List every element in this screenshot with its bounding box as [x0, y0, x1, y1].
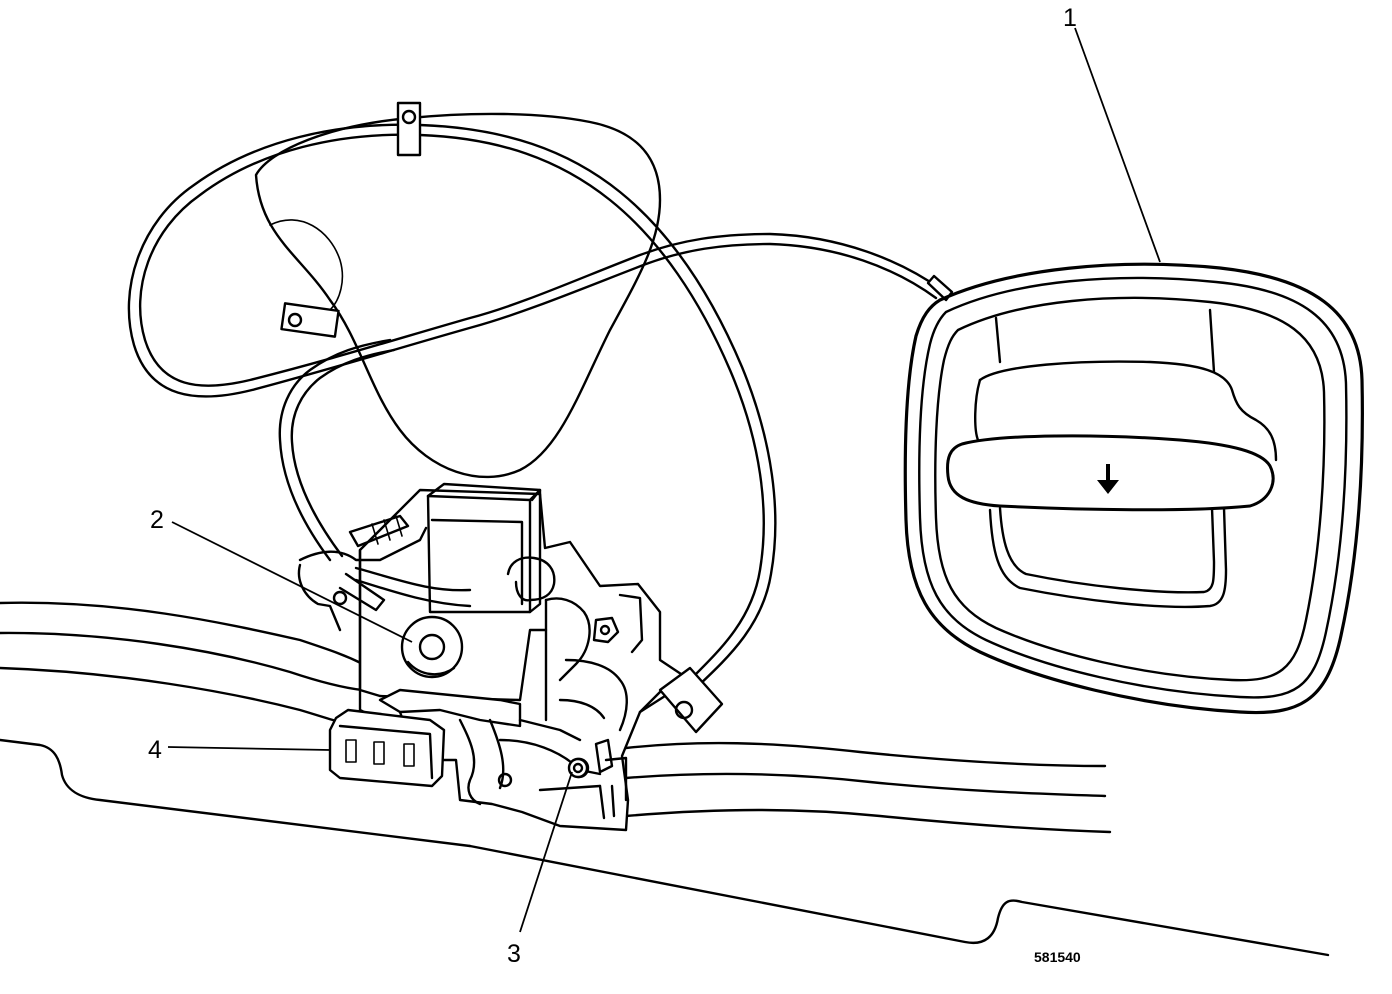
cable-clip-left — [280, 302, 340, 338]
latch-fastener-icon — [567, 757, 589, 779]
body-panel — [0, 601, 1330, 957]
hood-latch-icon — [297, 482, 724, 832]
arrow-down-icon — [1097, 464, 1119, 494]
release-handle-icon[interactable] — [903, 262, 1364, 715]
callout-4: 4 — [148, 736, 162, 764]
figure-number: 581540 — [1034, 949, 1081, 965]
release-cable-icon — [127, 123, 954, 688]
callout-3: 3 — [507, 940, 521, 968]
deflector-outline — [254, 112, 662, 479]
cable-clip-top — [396, 101, 422, 157]
callout-2: 2 — [150, 506, 164, 534]
callout-1: 1 — [1063, 4, 1077, 32]
leader-lines — [167, 27, 1161, 933]
latch-bolt-icon — [400, 615, 464, 679]
